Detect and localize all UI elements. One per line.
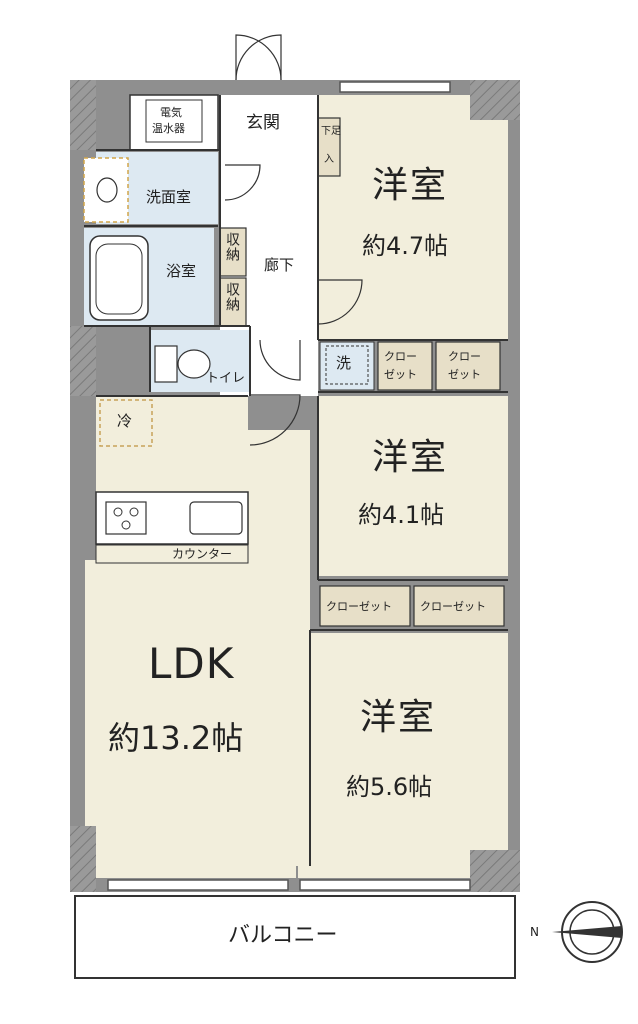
ldk-name: LDK	[148, 639, 235, 688]
closet-b	[435, 341, 501, 391]
closet-b-label-2: ゼット	[448, 368, 481, 381]
upper-right-room-floor	[318, 95, 508, 339]
washbasin-bowl	[96, 177, 118, 203]
burner-2	[129, 507, 139, 517]
closet-d	[413, 585, 505, 627]
balcony	[74, 895, 516, 979]
corner-pillar-sw	[70, 826, 96, 892]
western-room-1-name: 洋室	[372, 165, 449, 206]
washroom-label: 洗面室	[146, 188, 192, 206]
closet-d-label: クローゼット	[420, 600, 486, 613]
middle-right-room-floor	[318, 396, 508, 576]
counter-strip	[95, 544, 249, 564]
washer-inner	[325, 345, 369, 385]
western-room-2-size: 約4.1帖	[358, 501, 445, 529]
toilet-bowl	[177, 349, 211, 379]
entrance-label: 玄関	[246, 113, 280, 133]
washer-label: 洗	[336, 354, 352, 372]
closet-a-label-2: ゼット	[384, 368, 417, 381]
sink	[189, 501, 243, 535]
bathtub-inner	[95, 243, 143, 315]
western-room-1-size: 約4.7帖	[362, 232, 449, 260]
storage-2-label: 収納	[224, 282, 240, 312]
ldk-floor	[85, 396, 310, 878]
water-heater-label-2: 温水器	[152, 122, 185, 135]
compass-icon	[552, 901, 623, 963]
closet-a-label-1: クロー	[384, 350, 417, 363]
corner-pillar-se	[470, 850, 520, 892]
closet-c-label: クローゼット	[326, 600, 392, 613]
water-heater-box	[145, 99, 203, 143]
western-room-3-size: 約5.6帖	[346, 773, 433, 801]
toilet-tank	[154, 345, 178, 383]
compass-n-label: N	[530, 925, 539, 939]
corridor-label: 廊下	[264, 256, 295, 274]
burner-3	[121, 520, 131, 530]
burner-1	[113, 507, 123, 517]
windows	[107, 81, 471, 891]
corner-pillar-ne	[470, 80, 520, 120]
storage-1-label: 収納	[224, 232, 240, 262]
ldk-size: 約13.2帖	[108, 719, 244, 757]
balcony-label: バルコニー	[228, 923, 338, 948]
fridge-label: 冷	[117, 412, 133, 430]
lower-right-room-floor	[298, 633, 508, 878]
shoe-storage-label-1: 下足	[321, 126, 341, 137]
interior-walls	[84, 95, 508, 866]
closet-a	[377, 341, 433, 391]
corner-pillar-w	[70, 326, 96, 396]
washer-space	[319, 341, 375, 391]
water-heater-label-1: 電気	[160, 106, 182, 119]
bathroom-label: 浴室	[166, 262, 197, 280]
door-swings	[224, 34, 363, 446]
counter-label: カウンター	[172, 547, 233, 561]
corner-pillar-nw	[70, 80, 96, 150]
closet-b-label-1: クロー	[448, 350, 481, 363]
shoe-storage-label-2: 入	[324, 154, 334, 165]
western-room-2-name: 洋室	[372, 437, 449, 478]
entrance-floor	[220, 95, 318, 151]
western-room-3-name: 洋室	[360, 697, 437, 738]
closet-c	[319, 585, 411, 627]
toilet-label: トイレ	[206, 371, 246, 386]
